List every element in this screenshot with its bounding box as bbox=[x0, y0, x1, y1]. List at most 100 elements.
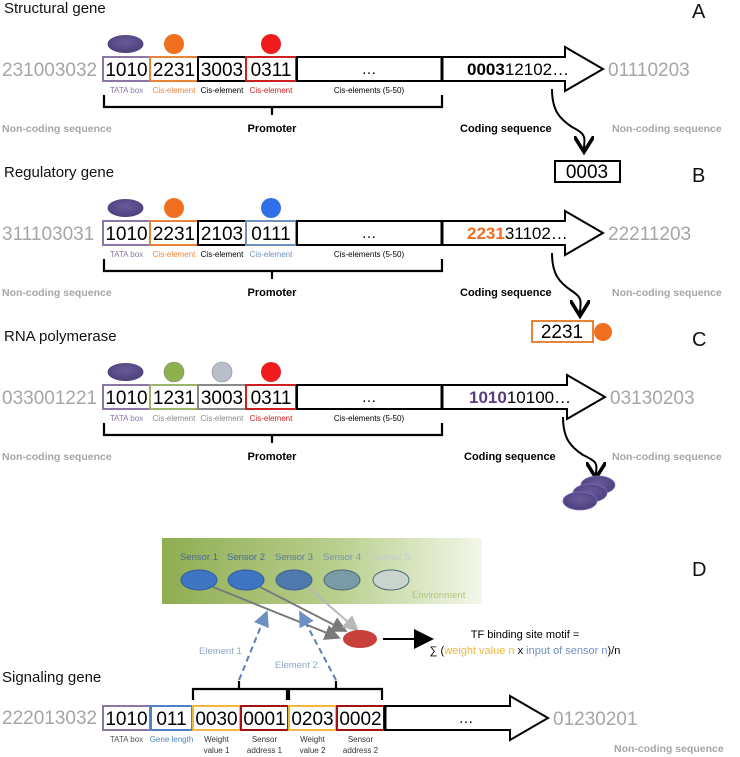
sensor-label: Sensor 5 bbox=[372, 552, 410, 563]
promoter-box-value: 0311 bbox=[251, 60, 292, 81]
coding-rest: 31102… bbox=[505, 224, 568, 243]
signaling-box-frame bbox=[192, 705, 241, 731]
promoter-box-value: 0111 bbox=[251, 224, 290, 245]
element-2-arrow bbox=[299, 610, 337, 681]
coding-sequence-text: 223131102… bbox=[467, 224, 568, 243]
right-flank-sequence: 22211203 bbox=[608, 224, 691, 245]
formula-sum: ∑ ( bbox=[430, 645, 445, 657]
promoter-box-label: Cis-element bbox=[250, 86, 293, 95]
element-1-arrow bbox=[238, 610, 269, 681]
tata-binding-protein-icon bbox=[107, 35, 144, 53]
element-2-bracket bbox=[287, 687, 384, 700]
promoter-box-label: Cis-element bbox=[153, 250, 196, 259]
signaling-tf-icon bbox=[343, 630, 377, 648]
transcription-factor-icon bbox=[164, 198, 184, 218]
promoter-box-value: 0311 bbox=[251, 388, 292, 409]
sensor-label: Sensor 1 bbox=[180, 552, 218, 563]
tata-binding-protein-icon bbox=[107, 199, 144, 217]
signaling-box-label: address 2 bbox=[343, 746, 379, 755]
transcription-factor-icon bbox=[261, 34, 281, 54]
coding-highlight: 0003 bbox=[467, 60, 505, 79]
left-flank-sequence: 033001221 bbox=[2, 388, 97, 409]
sensor-icon bbox=[372, 569, 410, 591]
coding-sequence-label: Coding sequence bbox=[460, 123, 552, 135]
product-box bbox=[531, 320, 594, 343]
signaling-box-label: address 1 bbox=[247, 746, 283, 755]
signaling-box-value: 1010 bbox=[105, 709, 147, 730]
left-flank-sequence: 231003032 bbox=[2, 60, 97, 81]
coding-sequence-text: 101010100… bbox=[469, 388, 571, 407]
coding-sequence-arrow bbox=[441, 373, 607, 421]
formula-times: x bbox=[515, 645, 527, 657]
sensor-label: Sensor 3 bbox=[275, 552, 313, 563]
formula-line-1: TF binding site motif = bbox=[471, 629, 580, 641]
promoter-box-value: 1010 bbox=[105, 224, 147, 245]
promoter-box-label: Cis-element bbox=[153, 86, 196, 95]
coding-highlight: 1010 bbox=[469, 388, 507, 407]
formula-weight: weight value n bbox=[443, 645, 514, 657]
promoter-box-label: TATA box bbox=[110, 414, 143, 423]
expression-arrow bbox=[551, 88, 584, 150]
promoter-label: Promoter bbox=[248, 123, 298, 135]
right-flank-sequence: 01110203 bbox=[608, 60, 690, 81]
expression-arrow bbox=[551, 252, 581, 314]
panel-letter: C bbox=[692, 329, 706, 351]
promoter-box-label: TATA box bbox=[110, 250, 143, 259]
panel-title: Regulatory gene bbox=[4, 164, 114, 181]
non-coding-label-right: Non-coding sequence bbox=[614, 743, 724, 755]
promoter-box-value: 1231 bbox=[153, 388, 195, 409]
element-1-label: Element 1 bbox=[199, 646, 242, 657]
sensor-icon bbox=[323, 569, 361, 591]
cis-elements-box bbox=[296, 56, 443, 82]
coding-sequence-text: 000312102… bbox=[467, 60, 569, 79]
promoter-box-label: Cis-element bbox=[153, 414, 196, 423]
non-coding-label-left: Non-coding sequence bbox=[2, 451, 112, 463]
signaling-box-frame bbox=[336, 705, 385, 731]
non-coding-label-left: Non-coding sequence bbox=[2, 287, 112, 299]
sensor-input-arrow bbox=[259, 586, 348, 632]
product-value: 0003 bbox=[566, 162, 608, 183]
promoter-box-frame bbox=[197, 220, 247, 246]
sensor-input-arrow bbox=[212, 586, 341, 640]
promoter-box-value: 2231 bbox=[153, 224, 195, 245]
sensor-icon bbox=[275, 569, 313, 591]
signaling-box-value: 011 bbox=[156, 709, 186, 730]
promoter-box-frame bbox=[149, 56, 199, 82]
promoter-box-label: TATA box bbox=[110, 86, 143, 95]
signaling-box-value: 0001 bbox=[243, 709, 285, 730]
product-value: 2231 bbox=[541, 322, 583, 343]
tata-binding-protein-icon bbox=[107, 363, 144, 381]
signaling-box-label: Sensor bbox=[252, 735, 278, 744]
signaling-box-label: TATA box bbox=[110, 735, 143, 744]
right-flank-sequence: 01230201 bbox=[553, 709, 638, 730]
element-1-bracket bbox=[191, 687, 289, 700]
promoter-box-value: 2103 bbox=[201, 224, 243, 245]
ellipsis: … bbox=[362, 389, 377, 406]
panel-title: RNA polymerase bbox=[4, 328, 117, 345]
promoter-box-label: Cis-element bbox=[201, 86, 244, 95]
element-2-label: Element 2 bbox=[275, 660, 318, 671]
promoter-box-frame bbox=[197, 384, 247, 410]
signaling-box-label: Weight bbox=[300, 735, 326, 744]
promoter-box-value: 3003 bbox=[201, 388, 243, 409]
panel-title: Signaling gene bbox=[2, 669, 101, 686]
transcription-factor-icon bbox=[163, 361, 185, 383]
promoter-box-label: Cis-element bbox=[250, 250, 293, 259]
panel-title: Structural gene bbox=[4, 0, 106, 17]
promoter-label: Promoter bbox=[248, 287, 298, 299]
panel-letter: B bbox=[692, 165, 705, 187]
